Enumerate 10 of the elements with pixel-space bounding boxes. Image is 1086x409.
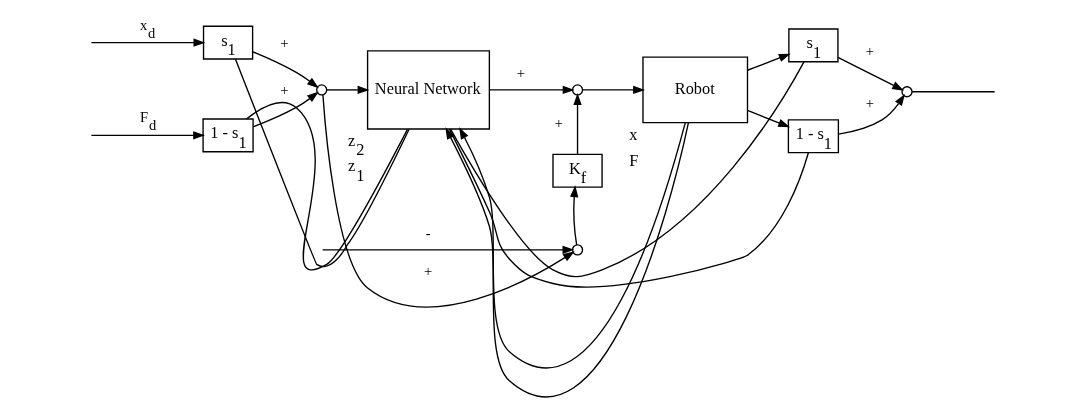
edge-label: + [554,115,564,132]
edge-label: + [423,263,433,280]
node-label: F [629,150,639,170]
edge-label: + [865,94,874,111]
edge-label: - [425,224,431,241]
edge-label: + [280,82,289,99]
edge-label: + [865,43,874,60]
edge-label: + [516,64,525,81]
node-label: x [629,125,638,145]
edge-label: + [280,34,289,51]
